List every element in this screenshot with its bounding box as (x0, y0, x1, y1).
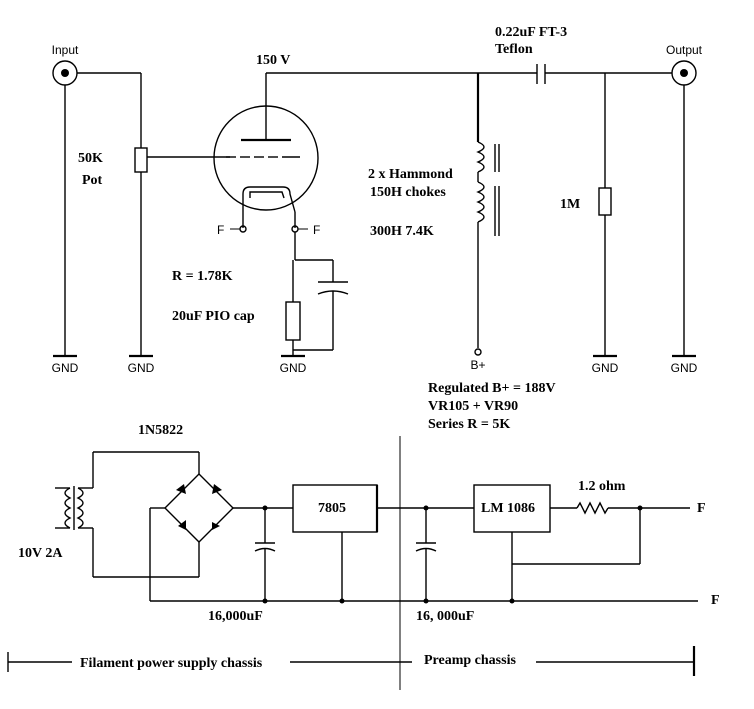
coupling-cap-type-label: Teflon (495, 42, 533, 57)
filament-b-label: F (313, 223, 320, 237)
output-resistor-label: 1M (560, 197, 580, 212)
pot-resistor-icon (134, 147, 148, 173)
transformer-icon (55, 486, 84, 530)
input-jack-icon (52, 60, 78, 86)
cathode-resistor-icon (285, 301, 301, 341)
cap2-label: 16, 000uF (416, 609, 474, 624)
pot-label: Pot (82, 173, 103, 188)
bridge-rectifier-icon (164, 473, 234, 543)
triode-tube-icon (213, 73, 319, 228)
chassis-right-label: Preamp chassis (424, 653, 516, 668)
regulator1-label: 7805 (318, 501, 346, 516)
gnd-label-cathode: GND (280, 361, 307, 375)
output-label: Output (666, 43, 703, 57)
chassis-left-label: Filament power supply chassis (80, 656, 263, 671)
input-label: Input (52, 43, 79, 57)
plate-voltage-label: 150 V (256, 53, 290, 68)
cap1-label: 16,000uF (208, 609, 263, 624)
chokes-label-line2: 150H chokes (370, 185, 446, 200)
chokes-total-label: 300H 7.4K (370, 224, 434, 239)
b-plus-terminal-icon (474, 348, 482, 356)
coupling-cap-label: 0.22uF FT-3 (495, 25, 567, 40)
filament-a-label: F (217, 223, 224, 237)
gnd-label-input: GND (52, 361, 79, 375)
gnd-label-pot: GND (128, 361, 155, 375)
filament-out-b-label: F (711, 593, 720, 608)
cathode-resistor-label: R = 1.78K (172, 269, 233, 284)
rectifier-label: 1N5822 (138, 423, 183, 438)
supply-note-line1: Regulated B+ = 188V (428, 381, 556, 396)
junction-dots (262, 505, 643, 604)
chokes-label-line1: 2 x Hammond (368, 167, 453, 182)
regulator2-label: LM 1086 (481, 501, 535, 516)
cathode-cap-label: 20uF PIO cap (172, 309, 255, 324)
supply-note-line2: VR105 + VR90 (428, 399, 518, 414)
output-resistor-icon (598, 187, 612, 216)
pot-value-label: 50K (78, 151, 103, 166)
gnd-label-output: GND (671, 361, 698, 375)
gnd-label-resistor: GND (592, 361, 619, 375)
transformer-label: 10V 2A (18, 546, 63, 561)
series-resistor-icon (576, 501, 609, 515)
choke-inductor-icon (476, 141, 500, 236)
b-plus-label: B+ (470, 358, 485, 372)
series-resistor-label: 1.2 ohm (578, 479, 626, 494)
supply-note-line3: Series R = 5K (428, 417, 510, 432)
filament-out-a-label: F (697, 501, 706, 516)
output-jack-icon (671, 60, 697, 86)
